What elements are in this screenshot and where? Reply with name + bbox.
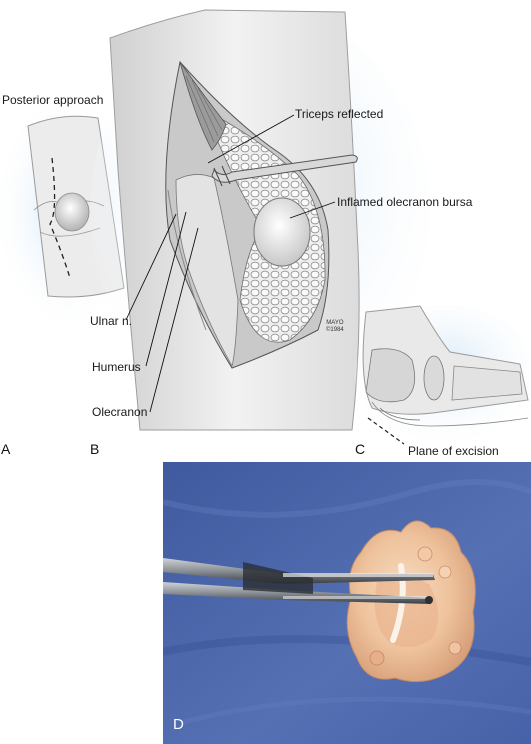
- excision-plane-line: [367, 417, 405, 445]
- label-humerus: Humerus: [92, 360, 141, 374]
- label-olecranon: Olecranon: [92, 405, 148, 419]
- signature-line-1: MAYO: [326, 320, 344, 326]
- label-plane-of-excision: Plane of excision: [408, 444, 499, 458]
- label-triceps-reflected: Triceps reflected: [295, 107, 384, 121]
- incision-line: [49, 157, 71, 279]
- panel-letter-c: C: [355, 441, 366, 457]
- panel-b-dissection: [90, 9, 430, 431]
- panel-letter-a: A: [1, 441, 11, 457]
- panel-d-photo: [163, 462, 531, 744]
- panel-letter-b: B: [90, 441, 100, 457]
- label-posterior-approach: Posterior approach: [2, 93, 104, 107]
- surgical-clamp: [163, 558, 435, 604]
- panel-letter-d: D: [173, 716, 184, 733]
- artist-signature: MAYO ©1984: [326, 320, 344, 334]
- label-ulnar-nerve: Ulnar n.: [90, 314, 133, 328]
- illustration-panels: [0, 9, 531, 445]
- label-inflamed-bursa: Inflamed olecranon bursa: [337, 195, 473, 209]
- panel-c-elbow-side: [355, 305, 531, 445]
- signature-line-2: ©1984: [326, 327, 344, 333]
